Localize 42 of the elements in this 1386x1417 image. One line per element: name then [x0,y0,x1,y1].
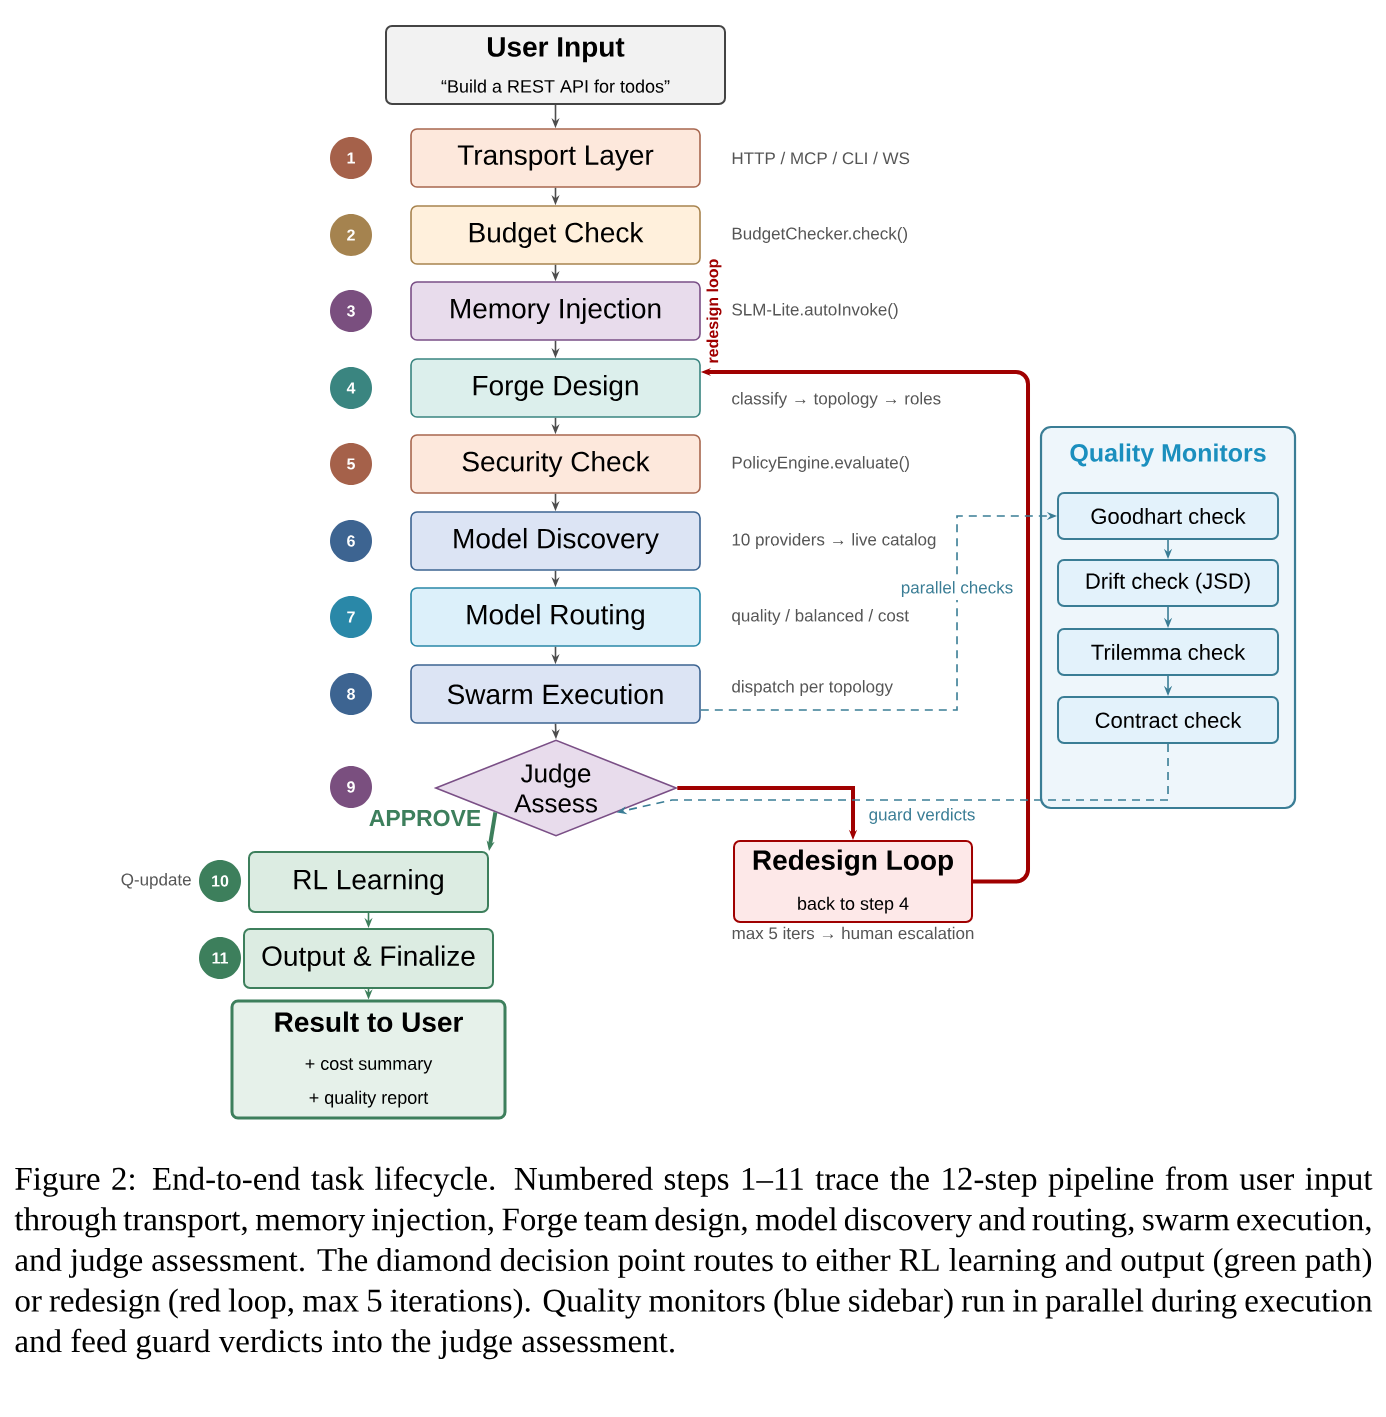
number-badge: 8 [330,673,372,715]
side-note: BudgetChecker.check() [732,227,908,243]
side-note: max 5 iters → human escalation [732,926,974,940]
process-box: Transport Layer [410,128,701,188]
number-badge: 10 [199,860,241,902]
process-box: Memory Injection [410,281,701,341]
number-badge: 1 [330,137,372,179]
process-box: Swarm Execution [410,664,701,724]
side-note: SLM-Lite.autoInvoke() [732,303,898,319]
process-box: Redesign Loop back to step 4 [733,840,973,923]
number-badge: 6 [330,520,372,562]
number-badge: 3 [330,290,372,332]
edge-label: redesign loop [704,256,724,366]
process-box: Trilemma check [1057,628,1279,676]
number-badge: 7 [330,596,372,638]
side-note: PolicyEngine.evaluate() [732,456,909,472]
number-badge: 9 [330,766,372,808]
process-box: Model Routing [410,587,701,647]
result-box: Result to User + cost summary + quality report [230,999,507,1120]
number-badge: 11 [199,937,241,979]
input-box: User Input “Build a REST API for todos” [385,25,726,105]
process-box: Model Discovery [410,511,701,571]
process-box: Drift check (JSD) [1057,559,1279,607]
process-box: Output & Finalize [243,928,494,989]
number-badge: 4 [330,367,372,409]
process-box: Budget Check [410,205,701,265]
side-note: quality / balanced / cost [732,609,909,625]
side-note: Q-update [121,873,191,889]
process-box: Contract check [1057,696,1279,744]
process-box: Goodhart check [1057,492,1279,540]
edge-label: parallel checks [897,578,1017,600]
process-box: Security Check [410,434,701,494]
edge-label: guard verdicts [865,805,979,827]
number-badge: 2 [330,214,372,256]
number-badge: 5 [330,443,372,485]
caption: Figure 2: End-to-end task lifecycle. Numbered steps 1–11 trace the 12-step pipeline from user input through transport, memory injection, Forge team design, model discovery and routing, swarm execution, and judge assessment. The diamond decision point routes to either RL learning and output (green path) or redesign (red loop, max 5 iterations). Quality monitors (blue sidebar) run in parallel during execution and feed guard verdicts into the judge assessment. [14,1166,1373,1360]
side-note: 10 providers → live catalog [732,533,936,549]
side-note: classify → topology → roles [732,392,941,408]
side-note: dispatch per topology [732,680,893,696]
side-note: HTTP / MCP / CLI / WS [732,151,910,165]
process-box: RL Learning [248,851,489,913]
process-box: Forge Design [410,358,701,418]
